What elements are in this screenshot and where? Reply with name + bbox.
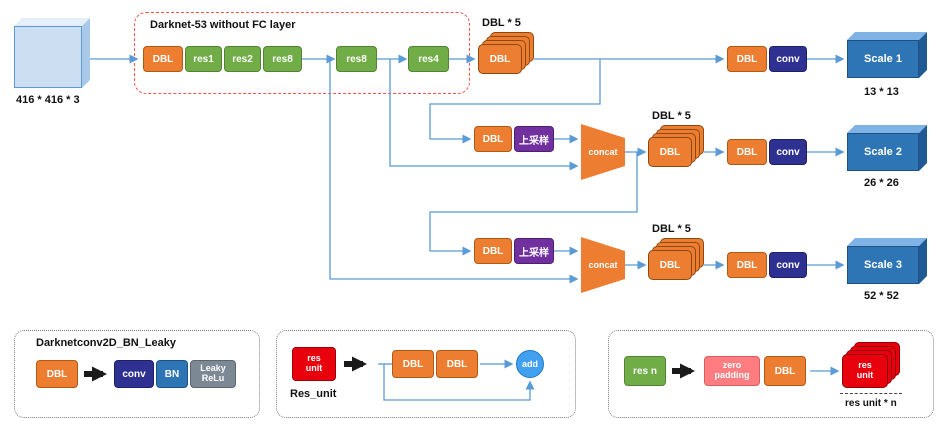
scale3-label: Scale 3 xyxy=(847,246,919,284)
legend-res-unit-box xyxy=(276,330,576,418)
legend-res-unit-dbl2: DBL xyxy=(436,350,478,378)
branch2-dbl-stack: DBL xyxy=(648,125,704,167)
scale3-size-caption: 52 * 52 xyxy=(864,290,899,302)
res-unit-stack-dash xyxy=(840,393,902,394)
branch3-upsample-block: 上采样 xyxy=(514,238,554,264)
branch3-dbl-stack: DBL xyxy=(648,238,704,280)
scale2-output-box: Scale 2 xyxy=(847,125,927,171)
legend-res-n-dbl: DBL xyxy=(764,356,806,386)
legend-res-unit-block: res unit xyxy=(292,347,336,381)
legend-res-n-caption: res unit * n xyxy=(845,398,897,409)
branch2-conv-block: conv xyxy=(769,139,807,165)
scale1-label: Scale 1 xyxy=(847,40,919,78)
scale1-output-box: Scale 1 xyxy=(847,32,927,78)
legend-res-unit-caption: Res_unit xyxy=(290,388,337,400)
input-size-caption: 416 * 416 * 3 xyxy=(16,94,80,106)
legend-res-unit-stack: res unit xyxy=(842,342,900,388)
legend-dbl-title: Darknetconv2D_BN_Leaky xyxy=(36,337,177,349)
legend-dbl-block: DBL xyxy=(36,360,78,388)
legend-bn-block: BN xyxy=(156,360,188,388)
branch1-dbl-block: DBL xyxy=(727,46,767,72)
stack-front-card: DBL xyxy=(478,44,522,74)
input-image-box xyxy=(14,18,90,88)
branch1-dbl-stack: DBL xyxy=(478,32,534,74)
input-box-front-face xyxy=(14,26,82,88)
scale1-size-caption: 13 * 13 xyxy=(864,86,899,98)
legend-conv-block: conv xyxy=(114,360,154,388)
legend-res-n-block: res n xyxy=(624,356,666,386)
branch3-conv-block: conv xyxy=(769,252,807,278)
backbone-dashed-border xyxy=(134,12,470,94)
legend-add-node: add xyxy=(516,350,544,378)
scale2-size-caption: 26 * 26 xyxy=(864,177,899,189)
branch1-conv-block: conv xyxy=(769,46,807,72)
backbone-res8-block-a: res8 xyxy=(263,46,302,72)
stack-front-card: DBL xyxy=(648,137,692,167)
branch3-dbl-block-2: DBL xyxy=(727,252,767,278)
stack-front-card: res unit xyxy=(842,354,888,388)
scale3-output-box: Scale 3 xyxy=(847,238,927,284)
legend-dbl-box xyxy=(14,330,260,418)
branch2-dbl-block-2: DBL xyxy=(727,139,767,165)
branch2-dbl5-label: DBL * 5 xyxy=(652,110,691,122)
branch3-concat-block: concat xyxy=(581,237,625,293)
legend-res-n-box xyxy=(608,330,934,418)
legend-res-unit-dbl1: DBL xyxy=(392,350,434,378)
branch2-dbl-block: DBL xyxy=(474,126,512,152)
legend-zero-padding-block: zero padding xyxy=(704,356,760,386)
backbone-res4-block: res4 xyxy=(408,46,449,72)
scale2-label: Scale 2 xyxy=(847,133,919,171)
backbone-title: Darknet-53 without FC layer xyxy=(150,19,296,31)
branch1-dbl5-label: DBL * 5 xyxy=(482,17,521,29)
branch2-upsample-block: 上采样 xyxy=(514,126,554,152)
legend-leaky-relu-block: Leaky ReLu xyxy=(190,360,236,388)
branch3-dbl5-label: DBL * 5 xyxy=(652,223,691,235)
branch3-dbl-block: DBL xyxy=(474,238,512,264)
stack-front-card: DBL xyxy=(648,250,692,280)
backbone-res2-block: res2 xyxy=(224,46,261,72)
backbone-dbl-block: DBL xyxy=(143,46,183,72)
branch2-concat-block: concat xyxy=(581,124,625,180)
backbone-res8-block-b: res8 xyxy=(336,46,377,72)
backbone-res1-block: res1 xyxy=(185,46,222,72)
